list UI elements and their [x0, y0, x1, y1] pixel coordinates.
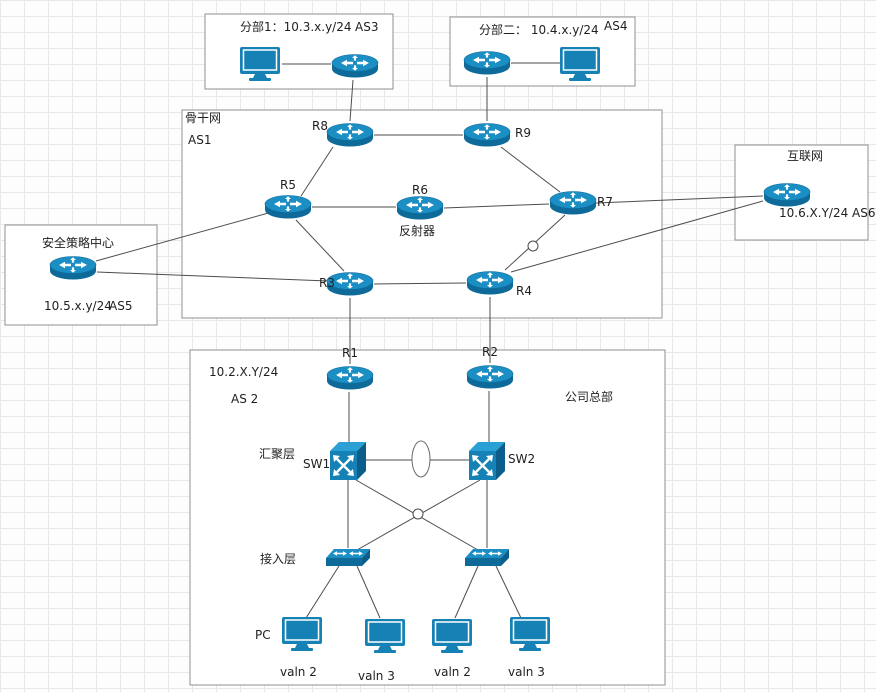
router-icon-r5[interactable]: [264, 195, 312, 219]
label-r5: R5: [280, 178, 296, 192]
label-r2: R2: [482, 345, 498, 359]
switch-icon-sw1[interactable]: [328, 440, 368, 482]
router-icon-r9[interactable]: [463, 123, 511, 147]
label-r8: R8: [312, 119, 328, 133]
label-r3: R3: [319, 276, 335, 290]
link-branch1-r8[interactable]: [349, 79, 354, 122]
router-icon-branch2[interactable]: [463, 51, 511, 75]
line-jump-marker: [527, 240, 539, 252]
switch-icon-access1[interactable]: [326, 549, 370, 566]
label-hq-title: 公司总部: [565, 390, 614, 404]
link-access2-pc4[interactable]: [495, 565, 522, 619]
switch-icon-sw2[interactable]: [467, 440, 507, 482]
label-r6: R6: [412, 183, 428, 197]
link-access1-pc1[interactable]: [305, 565, 340, 619]
router-icon-r8[interactable]: [326, 123, 374, 147]
link-r3-r4[interactable]: [373, 282, 467, 285]
label-security-subnet: 10.5.x.y/24: [44, 299, 112, 313]
label-sw2: SW2: [508, 452, 536, 466]
link-access1-pc2[interactable]: [356, 565, 381, 619]
router-icon-r7[interactable]: [549, 191, 597, 215]
label-branch2-as: AS4: [604, 19, 628, 33]
label-backbone-as: AS1: [188, 133, 212, 147]
label-hq-as: AS 2: [231, 392, 259, 406]
router-icon-security[interactable]: [49, 256, 97, 280]
link-security-r5[interactable]: [95, 211, 273, 262]
label-security-title: 安全策略中心: [42, 236, 115, 250]
label-vlan3-a: valn 3: [358, 669, 395, 683]
label-r9: R9: [515, 126, 531, 140]
link-access2-pc3[interactable]: [454, 565, 479, 619]
link-r6-r7[interactable]: [443, 203, 550, 209]
label-security-as: AS5: [109, 299, 133, 313]
router-icon-internet[interactable]: [763, 183, 811, 207]
label-vlan2-a: valn 2: [280, 665, 317, 679]
label-pc-layer: PC: [255, 628, 271, 642]
label-vlan2-b: valn 2: [434, 665, 471, 679]
link-security-r3[interactable]: [96, 271, 329, 282]
label-aggregation-layer: 汇聚层: [259, 447, 296, 461]
label-sw1: SW1: [303, 457, 331, 471]
link-internet-r7[interactable]: [595, 195, 764, 204]
router-icon-r1[interactable]: [326, 366, 374, 390]
label-backbone-title: 骨干网: [185, 111, 222, 125]
label-branch2-title: 分部二： 10.4.x.y/24: [479, 23, 599, 37]
link-internet-r4[interactable]: [510, 200, 764, 273]
label-vlan3-b: valn 3: [508, 665, 545, 679]
link-r9-r7[interactable]: [500, 146, 561, 193]
label-internet-subnet: 10.6.X.Y/24 AS6: [779, 206, 876, 220]
group-box-hq[interactable]: [189, 349, 666, 686]
label-branch1-title: 分部1：10.3.x.y/24: [240, 20, 352, 34]
label-reflector: 反射器: [399, 224, 436, 238]
label-r7: R7: [597, 195, 613, 209]
switch-icon-access2[interactable]: [465, 549, 509, 566]
label-r4: R4: [516, 284, 532, 298]
label-r1: R1: [342, 346, 358, 360]
router-icon-r2[interactable]: [466, 365, 514, 389]
label-internet-title: 互联网: [787, 149, 824, 163]
label-access-layer: 接入层: [260, 552, 297, 566]
link-r8-r5[interactable]: [300, 146, 334, 197]
router-icon-branch1[interactable]: [331, 54, 379, 78]
trunk-ellipse-shape[interactable]: [411, 440, 431, 478]
router-icon-r4[interactable]: [466, 271, 514, 295]
label-hq-subnet: 10.2.X.Y/24: [209, 365, 279, 379]
router-icon-r6[interactable]: [396, 196, 444, 220]
link-r5-r3[interactable]: [295, 219, 345, 272]
label-branch1-as: AS3: [355, 20, 379, 34]
line-jump-marker: [412, 508, 424, 520]
